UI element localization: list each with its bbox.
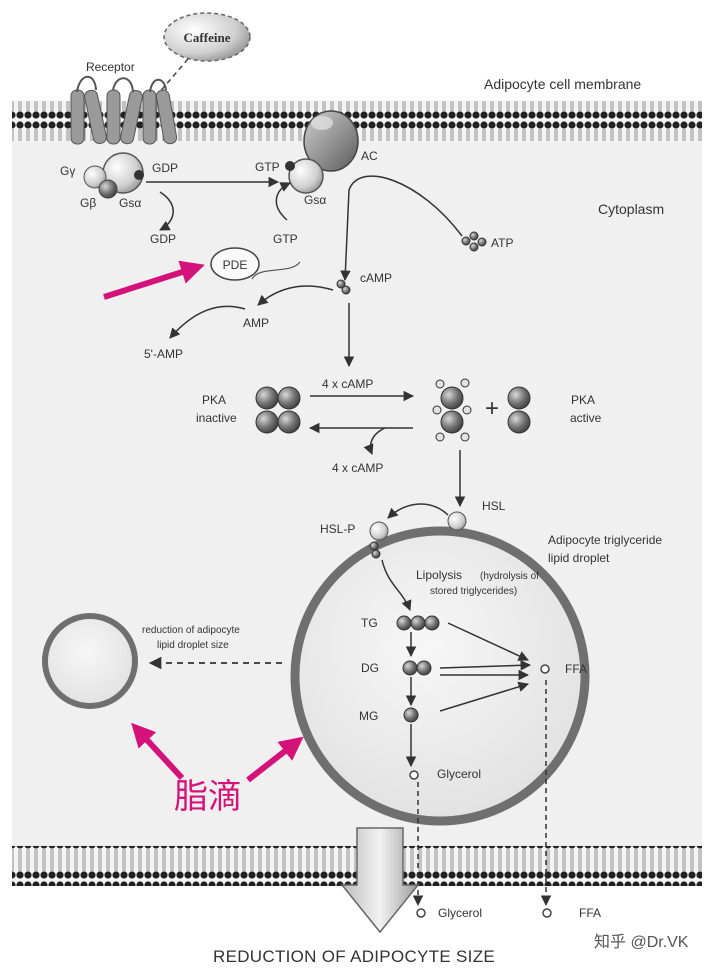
gtp-top-label: GTP [255,160,280,174]
four-camp-bottom-label: 4 x cAMP [332,461,383,475]
pde-bracket [251,261,301,280]
arrow-camp-release [363,427,386,455]
pde-enzyme [210,247,260,281]
mg-molecule [403,707,419,723]
lipolysis-note-1: (hydrolysis of [480,571,539,582]
lipolysis-note-2: stored triglycerides) [430,586,517,597]
camp-molecule [336,279,351,295]
gtp-bottom-label: GTP [273,232,298,246]
tg-label: TG [361,616,378,630]
pde-label: PDE [223,258,248,272]
hsl-p-label: HSL-P [320,522,355,536]
droplet-label-1: Adipocyte triglyceride [548,533,662,547]
mg-label: MG [359,709,378,723]
adenylyl-cyclase [303,110,359,172]
ac-label: AC [361,149,378,163]
pka-active-label-1: PKA [571,393,595,407]
hsl-molecule [447,511,467,531]
gdp-bottom-label: GDP [150,232,176,246]
ffa-outer-molecule [542,908,552,918]
gs-alpha-right [285,158,324,194]
glycerol-inner-label: Glycerol [437,767,481,781]
dg-molecule [402,660,432,676]
tg-molecule [396,615,440,631]
lipid-droplet [290,526,590,826]
atp-label: ATP [491,236,513,250]
gs-alpha-right-label: Gsα [304,193,326,207]
hsl-p-molecule [369,521,389,559]
receptor-label: Receptor [86,60,135,74]
g-beta-label: Gβ [80,196,96,210]
gdp-top-label: GDP [152,161,178,175]
five-amp-label: 5'-AMP [144,347,183,361]
atp-molecule [461,231,487,252]
pka-regulatory-camp [432,378,472,442]
ffa-inner-label: FFA [565,662,587,676]
arrow-amp-to-5amp [169,305,246,339]
ffa-outer-label: FFA [579,906,601,920]
pink-arrow-pde [103,260,205,300]
arrow-gdp-release [159,191,174,231]
glycerol-inner-molecule [409,770,419,780]
pka-inactive-label-1: PKA [202,393,226,407]
glycerol-outer-label: Glycerol [438,906,482,920]
arrow-tg-to-ffa [447,622,529,661]
pka-active-label-2: active [570,411,602,425]
membrane-label: Adipocyte cell membrane [484,76,641,92]
ffa-inner-molecule [540,664,550,674]
amp-label: AMP [243,316,269,330]
bottom-title: REDUCTION OF ADIPOCYTE SIZE [213,947,495,966]
plus-sign: + [485,395,499,422]
glycerol-outer-molecule [416,908,426,918]
receptor-protein [70,75,178,145]
caffeine-molecule: Caffeine [145,12,251,109]
small-lipid-droplet [42,613,138,709]
pka-catalytic [507,386,531,434]
hsl-label: HSL [482,499,506,513]
arrow-camp-to-amp [257,285,334,306]
arrow-hsl-phosphorylation [387,503,449,519]
pka-inactive [255,386,301,434]
cytoplasm-label: Cytoplasm [598,201,664,217]
arrow-gtp-binding [275,182,291,221]
cell-shrink-arrow [340,827,420,934]
watermark: 知乎 @Dr.VK [594,933,689,951]
cjk-droplet-label: 脂滴 [174,778,242,816]
dg-label: DG [361,661,379,675]
lipolysis-label: Lipolysis [416,568,462,582]
pka-inactive-label-2: inactive [196,411,237,425]
arrow-lipolysis [381,559,412,611]
arrow-mg-to-ffa [439,681,530,712]
gs-alpha-left-label: Gsα [119,196,141,210]
pink-arrow-large-droplet [246,736,304,783]
reduction-label-1: reduction of adipocyte [142,625,240,636]
g-protein-left [83,152,144,199]
camp-label: cAMP [360,271,392,285]
reduction-label-2: lipid droplet size [157,640,229,651]
arrow-dg-to-ffa-1 [439,660,532,671]
four-camp-top-label: 4 x cAMP [322,377,373,391]
g-gamma-label: Gγ [60,164,75,178]
droplet-label-2: lipid droplet [548,551,610,565]
caffeine-label: Caffeine [184,30,231,45]
arrow-atp-to-camp [340,175,463,282]
pink-arrow-small-droplet [131,722,185,781]
